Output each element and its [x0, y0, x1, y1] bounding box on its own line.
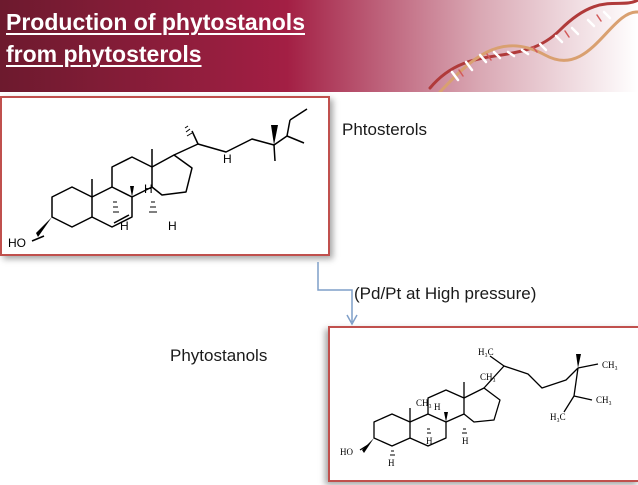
h-label-9: H [144, 182, 153, 196]
ch3-right-label-1: CH₃ [602, 360, 618, 370]
ch3-ring-d-label: CH₃ [480, 372, 496, 382]
title-line-2: from phytosterols [6, 41, 202, 67]
ho-label-2: HO [340, 447, 353, 457]
h-label-8: H [120, 219, 129, 233]
h-label-c: H [426, 436, 433, 446]
h-label-5: H [388, 458, 395, 468]
phytostanol-structure: H₃C CH₃ CH₃ H₃C CH₃ CH₃ H H H H HO [340, 347, 618, 468]
title-banner [0, 0, 638, 92]
h-label-a: H [462, 436, 469, 446]
ch3-top-label: H₃C [478, 347, 494, 357]
slide-title: Production of phytostanols from phytoste… [6, 6, 305, 70]
dna-helix-icon [428, 0, 638, 92]
title-line-1: Production of phytostanols [6, 9, 305, 35]
phytosterol-structure: HO H H H H [8, 108, 308, 250]
ch3-lower-label: H₃C [550, 412, 566, 422]
ch3-ring-a-label: CH₃ [416, 398, 432, 408]
phytosterol-structure-panel: HO H H H H [0, 96, 330, 256]
h-label-b: H [434, 402, 441, 412]
phytosterols-label: Phtosterols [342, 120, 428, 139]
reaction-condition-label: (Pd/Pt at High pressure) [354, 284, 537, 303]
phytostanol-structure-panel: H₃C CH₃ CH₃ H₃C CH₃ CH₃ H H H H HO [328, 326, 638, 482]
h-label-14: H [168, 219, 177, 233]
reaction-arrow-icon [317, 262, 358, 326]
phytostanols-label: Phytostanols [170, 346, 268, 365]
ch3-right-label-2: CH₃ [596, 395, 612, 405]
ho-label: HO [8, 236, 26, 250]
h-label-17: H [223, 152, 232, 166]
